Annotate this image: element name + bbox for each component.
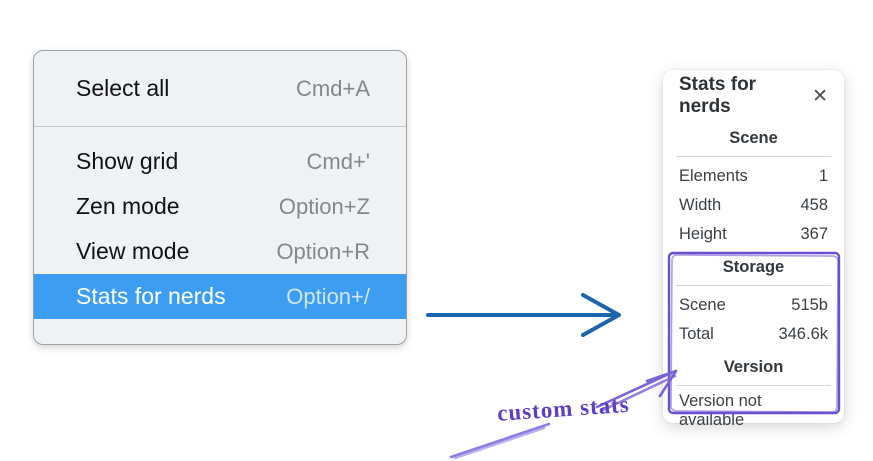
menu-to-panel-arrow <box>426 293 621 337</box>
stat-label: Total <box>679 325 714 343</box>
menu-group-main: Show grid Cmd+' Zen mode Option+Z View m… <box>34 127 406 332</box>
stats-panel-title: Stats for nerds <box>679 74 757 117</box>
menu-item-label: Stats for nerds <box>76 283 226 309</box>
stat-row-elements: Elements 1 <box>679 162 828 191</box>
section-divider <box>676 156 831 157</box>
menu-item-label: Select all <box>76 75 170 101</box>
stat-label: Elements <box>679 167 748 185</box>
menu-item-shortcut: Option+/ <box>286 283 370 309</box>
menu-item-label: View mode <box>76 238 190 264</box>
stat-value: 1 <box>818 167 828 185</box>
section-heading-version: Version <box>723 358 784 376</box>
section-heading-storage: Storage <box>722 258 785 276</box>
stat-row-height: Height 367 <box>679 220 828 249</box>
menu-item-label: Show grid <box>76 148 179 174</box>
menu-item-shortcut: Option+R <box>276 238 370 264</box>
stat-value: 458 <box>800 196 828 214</box>
scene-rows: Elements 1 Width 458 Height 367 <box>679 162 828 249</box>
stat-label: Height <box>679 225 727 243</box>
section-heading-scene: Scene <box>729 129 778 147</box>
stat-row-total-size: Total 346.6k <box>679 320 828 349</box>
stat-value: 346.6k <box>778 325 828 343</box>
stat-value: 367 <box>800 225 828 243</box>
menu-item-zen-mode[interactable]: Zen mode Option+Z <box>34 184 406 229</box>
menu-item-shortcut: Option+Z <box>278 193 370 219</box>
version-note: Version not available <box>679 392 762 429</box>
section-divider <box>676 285 831 286</box>
stat-label: Scene <box>679 296 726 314</box>
menu-item-view-mode[interactable]: View mode Option+R <box>34 229 406 274</box>
menu-item-show-grid[interactable]: Show grid Cmd+' <box>34 139 406 184</box>
stat-value: 515b <box>791 296 828 314</box>
menu-item-shortcut: Cmd+' <box>306 148 371 174</box>
stat-label: Width <box>679 196 722 214</box>
custom-stats-annotation: custom stats <box>496 391 631 426</box>
menu-item-stats-for-nerds[interactable]: Stats for nerds Option+/ <box>34 274 406 319</box>
menu-item-shortcut: Cmd+A <box>296 75 370 101</box>
context-menu: Select all Cmd+A Show grid Cmd+' Zen mod… <box>33 50 407 345</box>
menu-group-top: Select all Cmd+A <box>34 51 406 126</box>
menu-item-label: Zen mode <box>76 193 180 219</box>
menu-divider <box>34 126 406 127</box>
stats-panel-header: Stats for nerds ✕ <box>679 74 828 117</box>
close-icon[interactable]: ✕ <box>812 85 828 107</box>
stat-row-width: Width 458 <box>679 191 828 220</box>
stats-panel: Stats for nerds ✕ Scene Elements 1 Width… <box>663 70 844 429</box>
storage-rows: Scene 515b Total 346.6k <box>679 291 828 349</box>
menu-item-select-all[interactable]: Select all Cmd+A <box>34 66 406 111</box>
section-divider <box>676 385 831 386</box>
annotation-tail-line <box>449 422 551 460</box>
stat-row-scene-size: Scene 515b <box>679 291 828 320</box>
